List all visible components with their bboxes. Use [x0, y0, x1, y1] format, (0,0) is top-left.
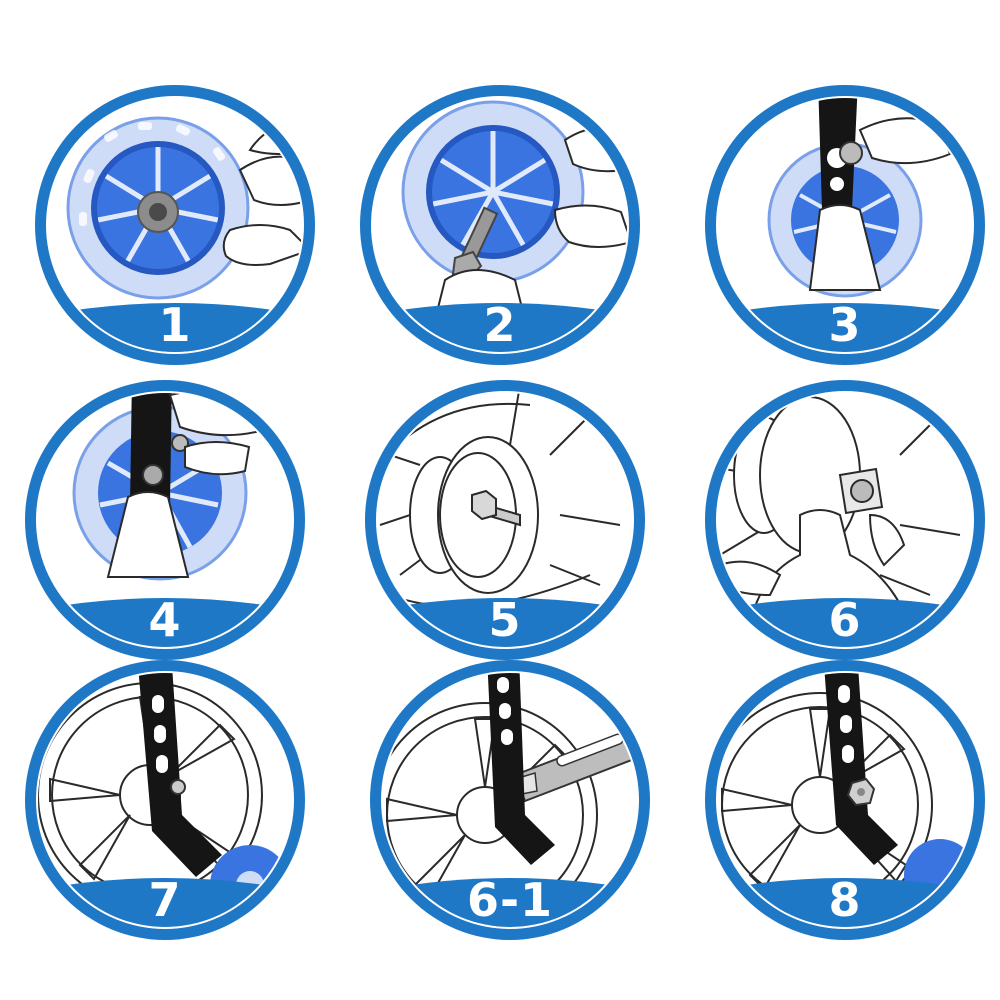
step-7-badge: 7	[20, 655, 310, 945]
step-8-illustration	[705, 660, 985, 940]
step-6-illustration	[705, 380, 985, 660]
step-1-illustration	[35, 85, 315, 365]
step-5-badge: 5	[360, 375, 650, 665]
step-1-badge: 1	[30, 80, 320, 370]
step-4-illustration	[25, 380, 305, 660]
step-4-badge: 4	[20, 375, 310, 665]
step-2-badge: 2	[355, 80, 645, 370]
step-6-badge: 6	[700, 375, 990, 665]
step-8-badge: 8	[700, 655, 990, 945]
step-6-1-badge: 6-1	[365, 655, 655, 945]
step-6-1-illustration	[370, 660, 650, 940]
step-3-badge: 3	[700, 80, 990, 370]
step-2-illustration	[360, 85, 640, 365]
step-3-illustration	[705, 85, 985, 365]
step-7-illustration	[25, 660, 305, 940]
step-5-illustration	[365, 380, 645, 660]
